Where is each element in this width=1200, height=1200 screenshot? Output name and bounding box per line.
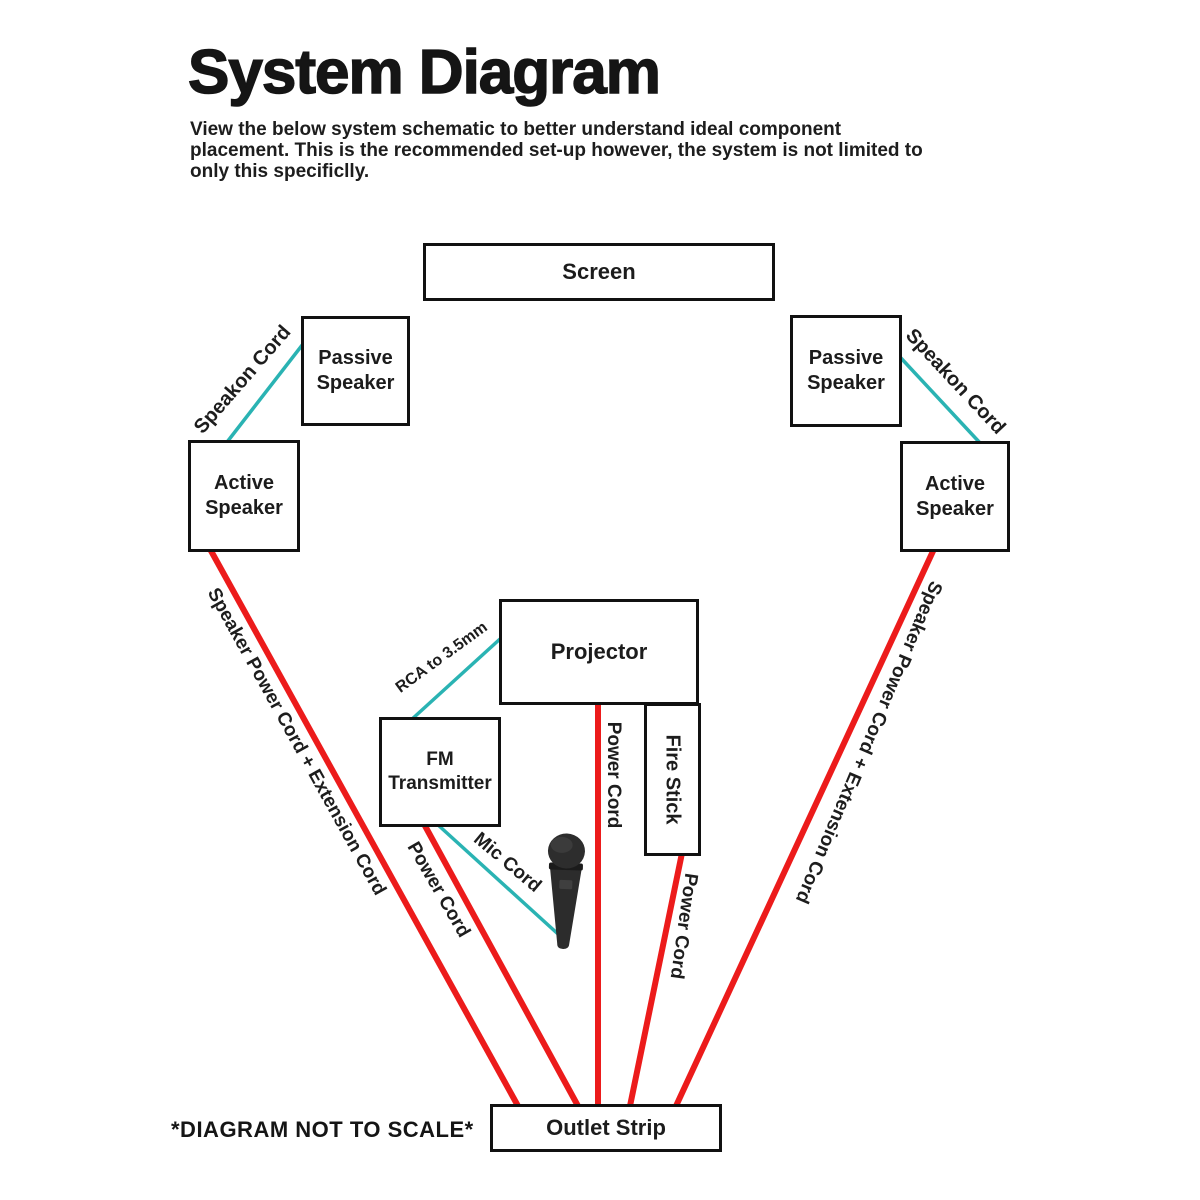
node-passive-speaker-left: Passive Speaker xyxy=(301,316,410,426)
cable-speakon-right xyxy=(898,355,983,446)
microphone-icon xyxy=(547,833,585,949)
node-fm-transmitter: FM Transmitter xyxy=(379,717,501,827)
cable-power-fire-stick xyxy=(627,852,685,1107)
node-label: Active Speaker xyxy=(205,472,283,519)
cable-power-fm xyxy=(421,822,581,1108)
node-label: Fire Stick xyxy=(662,734,685,825)
cable-speaker-power-left xyxy=(207,547,521,1108)
cable-rca xyxy=(409,637,502,722)
node-passive-speaker-right: Passive Speaker xyxy=(790,315,902,427)
description-line: placement. This is the recommended set-u… xyxy=(190,140,923,161)
description-line: only this specificlly. xyxy=(190,161,370,182)
cable-speaker-power-right xyxy=(673,547,937,1108)
node-active-speaker-right: Active Speaker xyxy=(900,441,1010,552)
node-fire-stick: Fire Stick xyxy=(644,703,701,856)
node-outlet-strip: Outlet Strip xyxy=(490,1104,722,1152)
node-screen: Screen xyxy=(423,243,775,301)
node-projector: Projector xyxy=(499,599,699,705)
node-label: FM Transmitter xyxy=(388,749,492,794)
cable-speakon-left xyxy=(222,342,305,448)
description-line: View the below system schematic to bette… xyxy=(190,119,842,140)
cable-mic xyxy=(435,822,560,936)
node-label: Passive Speaker xyxy=(316,347,395,394)
page-description: View the below system schematic to bette… xyxy=(190,119,923,182)
node-label: Active Speaker xyxy=(916,472,994,520)
node-label: Screen xyxy=(562,259,636,285)
node-label: Passive Speaker xyxy=(807,347,885,394)
node-label: Outlet Strip xyxy=(546,1115,666,1141)
page-title: System Diagram xyxy=(187,38,661,107)
scale-disclaimer: *DIAGRAM NOT TO SCALE* xyxy=(171,1117,474,1142)
node-label: Projector xyxy=(550,639,648,665)
node-active-speaker-left: Active Speaker xyxy=(188,440,300,552)
